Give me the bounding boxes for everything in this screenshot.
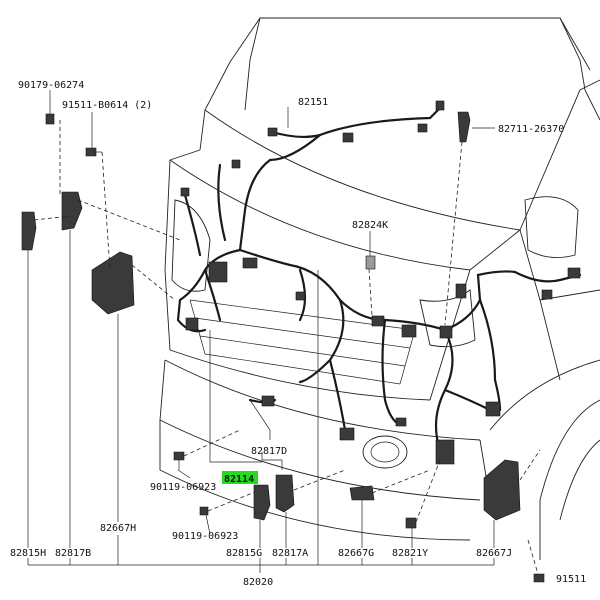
label-82667g: 82667G bbox=[338, 548, 374, 559]
clip-82817a bbox=[275, 474, 295, 513]
label-82817b: 82817B bbox=[55, 548, 91, 559]
label-91511: 91511 bbox=[556, 574, 586, 585]
label-82817a: 82817A bbox=[272, 548, 308, 559]
bolt-91511b bbox=[533, 573, 545, 583]
label-82667h: 82667H bbox=[100, 523, 136, 534]
label-82151: 82151 bbox=[298, 97, 328, 108]
loose-parts bbox=[21, 111, 545, 583]
label-82114: 82114 bbox=[224, 474, 254, 485]
block-82667h bbox=[91, 251, 135, 315]
label-82815g: 82815G bbox=[226, 548, 262, 559]
label-82821y: 82821Y bbox=[392, 548, 428, 559]
block-82667g bbox=[349, 485, 375, 501]
relay-82824k bbox=[365, 255, 376, 270]
nut-90179 bbox=[45, 113, 55, 125]
bolt-91511a bbox=[85, 147, 97, 157]
label-90119-06923-b: 90119-06923 bbox=[172, 531, 238, 542]
label-82020: 82020 bbox=[243, 577, 273, 588]
label-82817d: 82817D bbox=[251, 446, 287, 457]
label-82815h: 82815H bbox=[10, 548, 46, 559]
bracket-82817b bbox=[61, 191, 83, 231]
block-82667j bbox=[483, 459, 521, 521]
label-90119-06923-a: 90119-06923 bbox=[150, 482, 216, 493]
highlight-82114 bbox=[222, 471, 258, 484]
harness-connectors bbox=[180, 100, 581, 465]
engine-room-wire-harness bbox=[176, 106, 582, 452]
bolt-90119b bbox=[199, 506, 209, 516]
part-labels: 90179-06274 91511-B0614 (2) 82151 82711-… bbox=[10, 80, 586, 588]
bracket-82815h bbox=[21, 211, 37, 251]
label-82667j: 82667J bbox=[476, 548, 512, 559]
label-90179-06274: 90179-06274 bbox=[18, 80, 84, 91]
clamp-82711 bbox=[457, 111, 471, 143]
part-82821y bbox=[405, 517, 417, 529]
clip-82815g bbox=[253, 484, 271, 521]
label-91511-b0614: 91511-B0614 (2) bbox=[62, 100, 152, 111]
bolt-90119a bbox=[173, 451, 185, 461]
label-82824k: 82824K bbox=[352, 220, 388, 231]
label-82711-26370: 82711-26370 bbox=[498, 124, 564, 135]
leader-lines bbox=[27, 90, 541, 575]
